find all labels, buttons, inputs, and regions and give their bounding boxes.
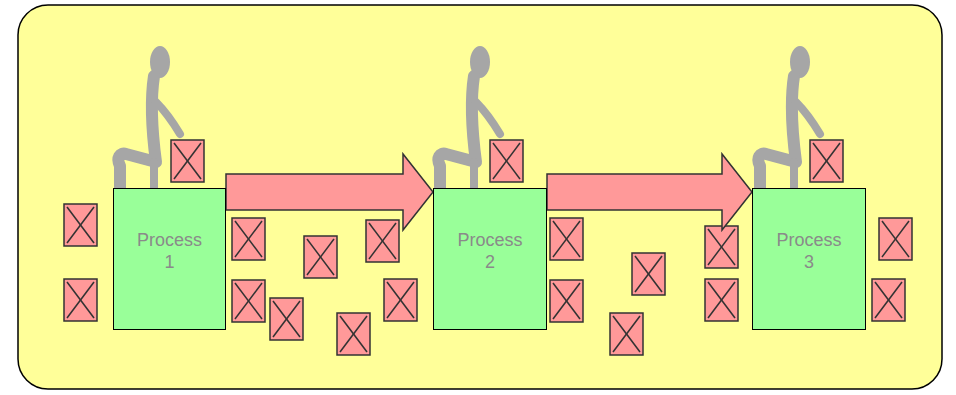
- background-panel: [18, 5, 942, 389]
- process-label: Process 2: [452, 229, 528, 273]
- flow-arrow: [547, 154, 752, 230]
- flow-arrow: [226, 154, 433, 230]
- inventory-boxes: [64, 140, 912, 355]
- process-box: Process 3: [752, 188, 866, 330]
- process-box: Process 1: [113, 188, 226, 330]
- process-label: Process 1: [132, 229, 208, 273]
- process-box: Process 2: [433, 188, 547, 330]
- process-label: Process 3: [771, 229, 847, 273]
